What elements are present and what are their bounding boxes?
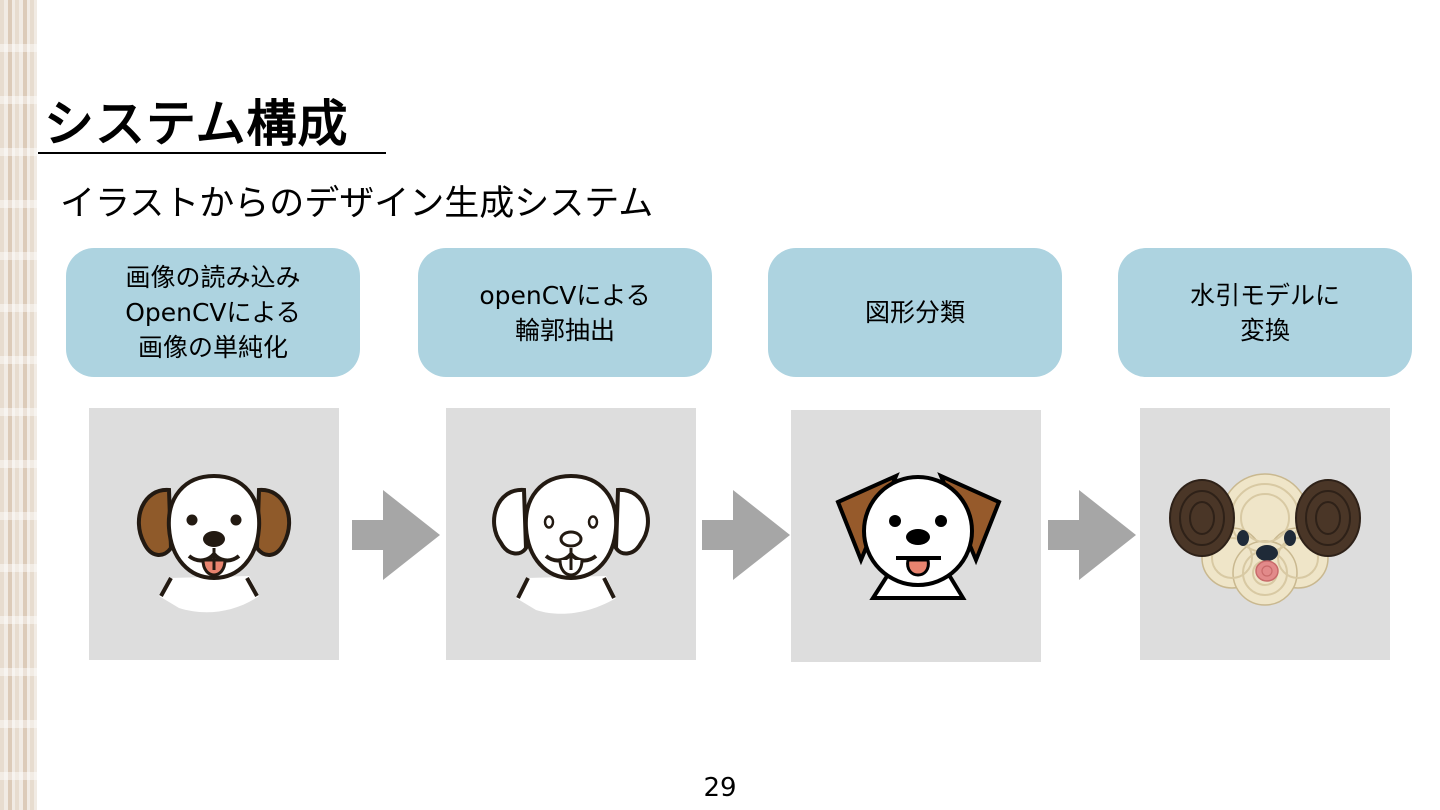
- step-box-2: openCVによる 輪郭抽出: [418, 248, 712, 377]
- dog-illustration-icon: [136, 473, 292, 613]
- dog-geometric-shapes: [791, 410, 1041, 662]
- original-dog-illustration: [89, 408, 339, 660]
- step-box-1: 画像の読み込み OpenCVによる 画像の単純化: [66, 248, 360, 377]
- slide-title: システム構成: [44, 95, 349, 153]
- dog-outline-icon: [492, 473, 650, 614]
- mizuhiki-dog-icon: [1169, 473, 1361, 606]
- arrow-right-icon: [1048, 490, 1136, 580]
- dog-contour-outline: [446, 408, 696, 660]
- arrow-right-icon: [352, 490, 440, 580]
- step-box-3: 図形分類: [768, 248, 1062, 377]
- dog-shapes-icon: [835, 472, 1002, 600]
- title-underline: [38, 152, 386, 154]
- side-decorative-pattern: [0, 0, 37, 810]
- step-box-4: 水引モデルに 変換: [1118, 248, 1412, 377]
- mizuhiki-knot-dog: [1140, 408, 1390, 660]
- page-number: 29: [703, 773, 737, 803]
- arrow-right-icon: [702, 490, 790, 580]
- slide-subtitle: イラストからのデザイン生成システム: [60, 184, 654, 224]
